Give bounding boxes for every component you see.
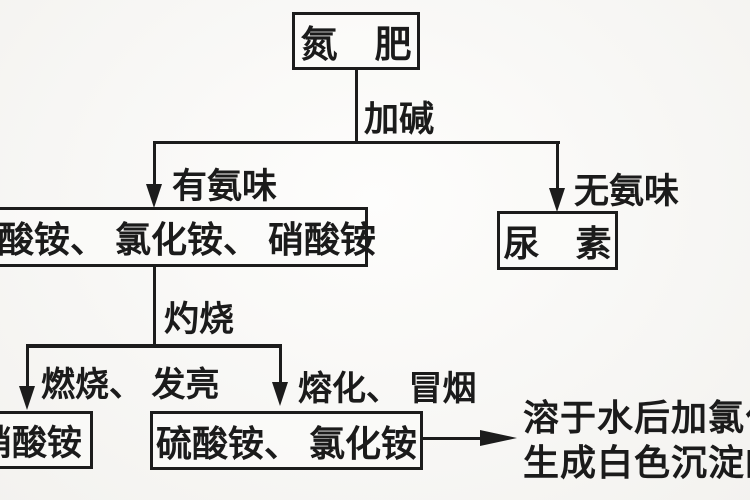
arrowhead-down-icon (146, 184, 162, 208)
edge-label-has-ammonia-smell: 有氨味 (172, 167, 278, 206)
edge-label-no-ammonia-smell: 无氨味 (574, 172, 680, 211)
flowchart-node-ammonium-sulfate-chloride: 硫酸铵、 氯化铵 (150, 411, 423, 470)
edge-label-burns-bright: 燃烧、 发亮 (41, 367, 220, 404)
branch-calcination-horizontal-line (26, 344, 282, 348)
edge-label-melts-smokes: 熔化、 冒烟 (298, 371, 477, 408)
arrowhead-down-icon (272, 382, 288, 406)
arrowhead-down-icon (549, 188, 565, 212)
edge-label-add-alkali: 加碱 (364, 100, 435, 139)
edge-no-ammonia-line (556, 143, 559, 189)
edge-add-alkali-line (355, 68, 358, 144)
arrowhead-right-icon (480, 430, 517, 446)
flowchart-node-urea: 尿 素 (497, 211, 618, 270)
edge-to-note-line (423, 437, 485, 440)
arrowhead-down-icon (19, 386, 35, 410)
edge-has-ammonia-line (153, 143, 156, 185)
edge-melts-smokes-line (279, 347, 282, 383)
note-text-block: 溶于水后加氯化钡 生成白色沉淀的 (523, 396, 750, 486)
flowchart-node-ammonium-salts: 硫酸铵、 氯化铵、 硝酸铵 (0, 207, 376, 267)
branch-smell-horizontal-line (153, 141, 560, 144)
note-line-2: 生成白色沉淀的 (523, 443, 750, 483)
edge-calcination-line (153, 266, 156, 347)
flowchart-node-ammonium-nitrate: 硝酸铵 (0, 411, 93, 469)
note-line-1: 溶于水后加氯化钡 (523, 398, 750, 438)
flowchart-node-nitrogen-fertilizer: 氮 肥 (292, 12, 420, 70)
edge-burns-bright-line (26, 347, 29, 387)
edge-label-calcination: 灼烧 (164, 300, 235, 339)
